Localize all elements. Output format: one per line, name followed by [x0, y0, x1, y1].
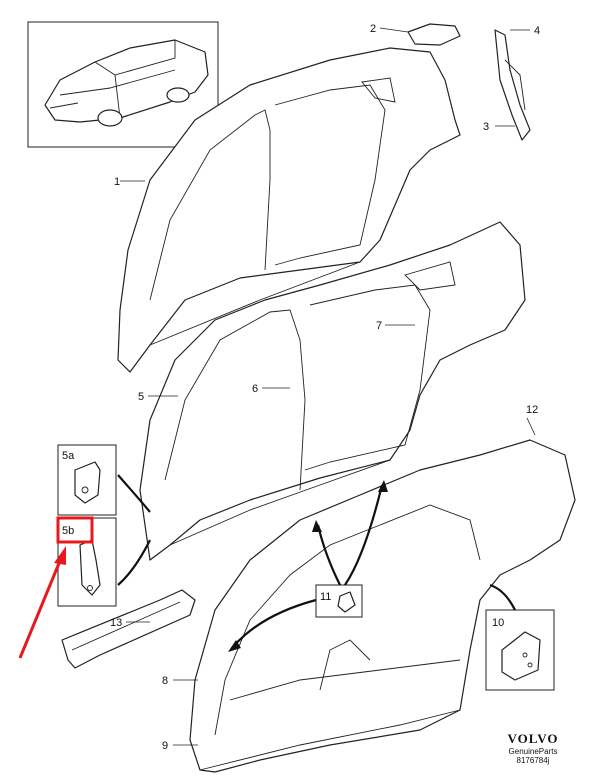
- callout-5a: 5a: [62, 450, 75, 462]
- callout-3: 3: [483, 121, 489, 133]
- callout-13: 13: [110, 617, 122, 629]
- callout-11: 11: [320, 591, 331, 603]
- callout-4: 4: [534, 25, 540, 37]
- callout-1: 1: [114, 176, 120, 188]
- part-2-bracket: [379, 23, 461, 46]
- part-8-inner-panel: [173, 417, 576, 773]
- callout-9: 9: [162, 740, 168, 752]
- car-overview-inset: [27, 21, 219, 148]
- brand-block: VOLVO GenuineParts 8176784j: [488, 731, 578, 765]
- brand-subtitle: GenuineParts: [508, 747, 558, 756]
- callout-8: 8: [162, 675, 168, 687]
- part-5-outer-panel: [139, 221, 526, 561]
- inset-5a: [57, 444, 151, 516]
- callout-2: 2: [370, 23, 376, 35]
- callout-5: 5: [138, 391, 144, 403]
- part-10-inset: [485, 583, 555, 691]
- part-13-sill: [61, 589, 196, 669]
- volvo-logo: VOLVO: [507, 731, 559, 746]
- highlight-arrow: [18, 546, 66, 659]
- inset-5b: [56, 516, 151, 607]
- part-4-reinforcement: [494, 29, 531, 141]
- part-1-side-frame: [117, 47, 461, 373]
- callout-12: 12: [526, 404, 538, 416]
- callout-10: 10: [492, 617, 504, 629]
- callout-6: 6: [252, 383, 258, 395]
- part-11-clip-inset: [228, 480, 388, 652]
- diagram-code: 8176784j: [516, 756, 550, 765]
- callout-5b: 5b: [62, 525, 74, 537]
- callout-7: 7: [376, 320, 382, 332]
